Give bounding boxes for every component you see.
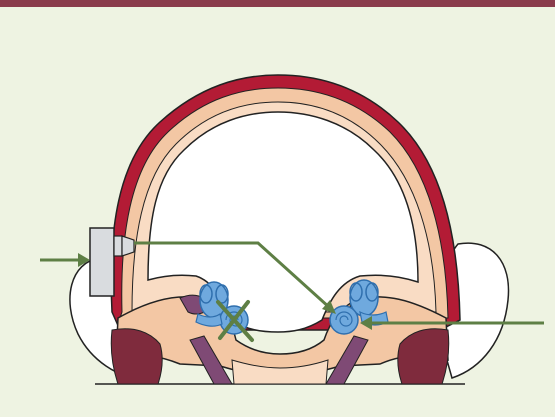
sound-arrow-icon (40, 253, 90, 267)
